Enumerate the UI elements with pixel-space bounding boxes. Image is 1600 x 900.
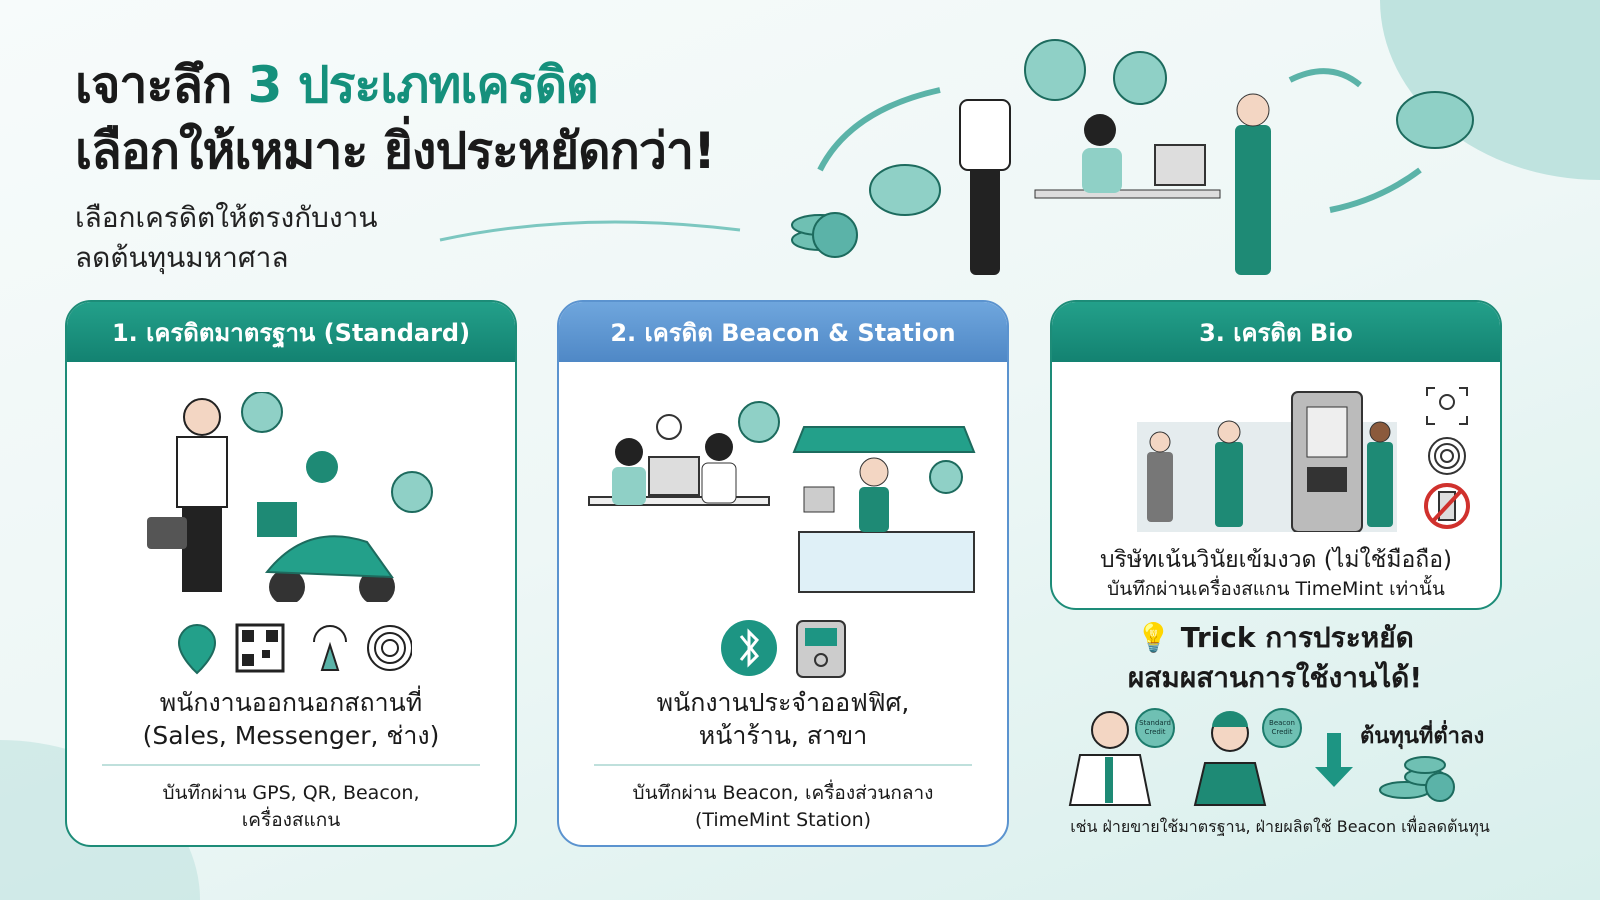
record-methods: บันทึกผ่านเครื่องสแกน TimeMint เท่านั้น [1107, 578, 1445, 600]
lightbulb-icon: 💡 [1136, 621, 1172, 654]
record-methods: บันทึกผ่าน Beacon, เครื่องส่วนกลาง(TimeM… [632, 782, 934, 831]
factory-scanner-illustration [1137, 391, 1397, 532]
no-phone-icon [1424, 483, 1470, 529]
divider [594, 764, 972, 766]
trick-heading: 💡 Trick การประหยัด [1136, 621, 1414, 654]
trick-subheading: ผสมผสานการใช้งานได้! [1127, 661, 1423, 694]
divider [102, 764, 480, 766]
piggy-bank-icon [869, 164, 941, 216]
subtitle: เลือกเครดิตให้ตรงกับงานลดต้นทุนมหาศาล [75, 201, 378, 274]
arrow-down-icon [1315, 733, 1353, 787]
card-title: 1. เครดิตมาตรฐาน (Standard) [67, 302, 515, 362]
hero-illustration [439, 39, 1474, 275]
fingerprint-icon [1428, 437, 1466, 475]
lower-cost-label: ต้นทุนที่ต่ำลง [1360, 724, 1485, 749]
coins-icon [791, 212, 858, 258]
card-beacon-station-credit: 2. เครดิต Beacon & Station พนักงานประจำอ… [557, 300, 1009, 847]
record-methods: บันทึกผ่าน GPS, QR, Beacon,เครื่องสแกน [162, 782, 420, 831]
fingerprint-icon [367, 625, 412, 671]
trick-example-note: เช่น ฝ่ายขายใช้มาตรฐาน, ฝ่ายผลิตใช้ Beac… [1070, 817, 1490, 836]
card-bio-credit: 3. เครดิต Bio บริษัทเน้นวินัยเข้มงวด (ไม… [1050, 300, 1502, 610]
location-pin-icon [177, 623, 217, 675]
standard-credit-badge: Standard Credit [1135, 708, 1175, 748]
target-users: พนักงานออกนอกสถานที่(Sales, Messenger, ช… [142, 688, 440, 750]
office-shop-illustration [588, 401, 976, 593]
bluetooth-icon [721, 620, 777, 676]
field-staff-illustration [147, 392, 433, 602]
card-title: 3. เครดิต Bio [1052, 302, 1500, 362]
station-device-icon [796, 620, 846, 678]
page-title: เจาะลึก 3 ประเภทเครดิตเลือกให้เหมาะ ยิ่ง… [75, 56, 716, 180]
qr-code-icon [235, 623, 285, 673]
beacon-icon [313, 625, 347, 671]
phone-bubble-icon [1024, 39, 1086, 101]
target-users: บริษัทเน้นวินัยเข้มงวด (ไม่ใช้มือถือ) [1099, 547, 1453, 573]
card-standard-credit: 1. เครดิตมาตรฐาน (Standard) พนักงานออกนอ… [65, 300, 517, 847]
piggy-bank-icon [1396, 91, 1474, 149]
target-users: พนักงานประจำออฟฟิศ,หน้าร้าน, สาขา [656, 688, 910, 750]
beacon-credit-badge: Beacon Credit [1262, 708, 1302, 748]
card-title: 2. เครดิต Beacon & Station [559, 302, 1007, 362]
face-scan-icon [1426, 387, 1468, 425]
money-bubble-icon [1113, 51, 1167, 105]
mixed-usage-illustration [1068, 711, 1455, 806]
coins-icon [1379, 756, 1455, 802]
